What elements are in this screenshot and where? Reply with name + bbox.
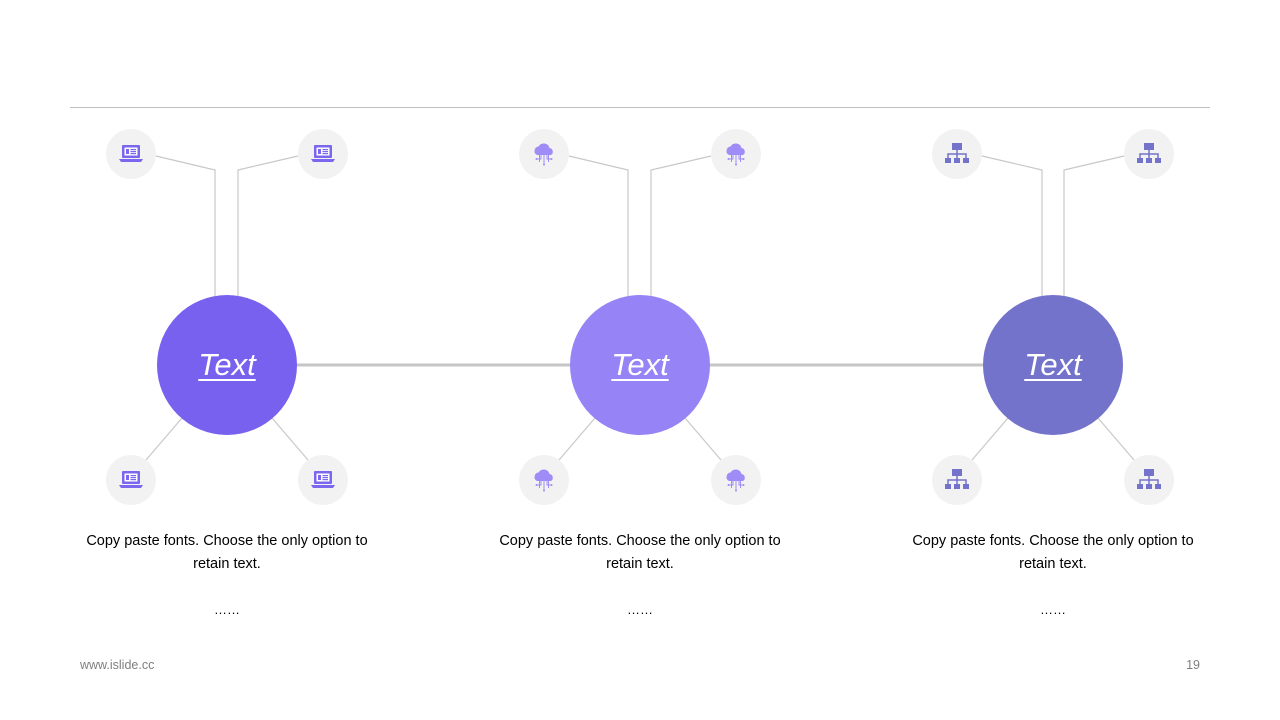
group-1-node-bottom-right [298, 455, 348, 505]
org-chart-icon [1137, 469, 1161, 489]
cloud-network-icon [726, 469, 745, 492]
group-2-node-top-left [519, 129, 569, 179]
group-3-hub: Text [983, 295, 1123, 435]
group-2-node-top-right [711, 129, 761, 179]
group-1-branches [145, 155, 309, 461]
group-3-ellipsis: …… [1040, 602, 1066, 617]
org-chart-icon [945, 469, 969, 489]
group-1-description: Copy paste fonts. Choose the only option… [86, 533, 368, 572]
group-2-node-bottom-right [711, 455, 761, 505]
group-1-node-top-right [298, 129, 348, 179]
cloud-network-icon [726, 143, 745, 166]
group-1-hub: Text [157, 295, 297, 435]
group-2-node-bottom-left [519, 455, 569, 505]
group-3-node-bottom-left [932, 455, 982, 505]
group-3-description: Copy paste fonts. Choose the only option… [912, 533, 1194, 572]
group-2-branches [558, 155, 722, 461]
laptop-icon [119, 145, 143, 162]
cloud-network-icon [534, 469, 553, 492]
org-chart-icon [945, 143, 969, 163]
group-2-hub-label[interactable]: Text [611, 347, 669, 382]
group-1-node-bottom-left [106, 455, 156, 505]
group-3-hub-label[interactable]: Text [1024, 347, 1082, 382]
top-divider [70, 107, 1210, 108]
group-2-ellipsis: …… [627, 602, 653, 617]
group-1-hub-label[interactable]: Text [198, 347, 256, 382]
cloud-network-icon [534, 143, 553, 166]
group-3-node-bottom-right [1124, 455, 1174, 505]
laptop-icon [311, 471, 335, 488]
org-chart-icon [1137, 143, 1161, 163]
footer-website: www.islide.cc [80, 658, 155, 672]
group-1-node-top-left [106, 129, 156, 179]
laptop-icon [119, 471, 143, 488]
group-1-ellipsis: …… [214, 602, 240, 617]
group-3-node-top-right [1124, 129, 1174, 179]
group-3-branches [971, 155, 1135, 461]
group-2-description: Copy paste fonts. Choose the only option… [499, 533, 781, 572]
group-3-node-top-left [932, 129, 982, 179]
laptop-icon [311, 145, 335, 162]
group-2-hub: Text [570, 295, 710, 435]
page-number: 19 [1186, 658, 1200, 672]
